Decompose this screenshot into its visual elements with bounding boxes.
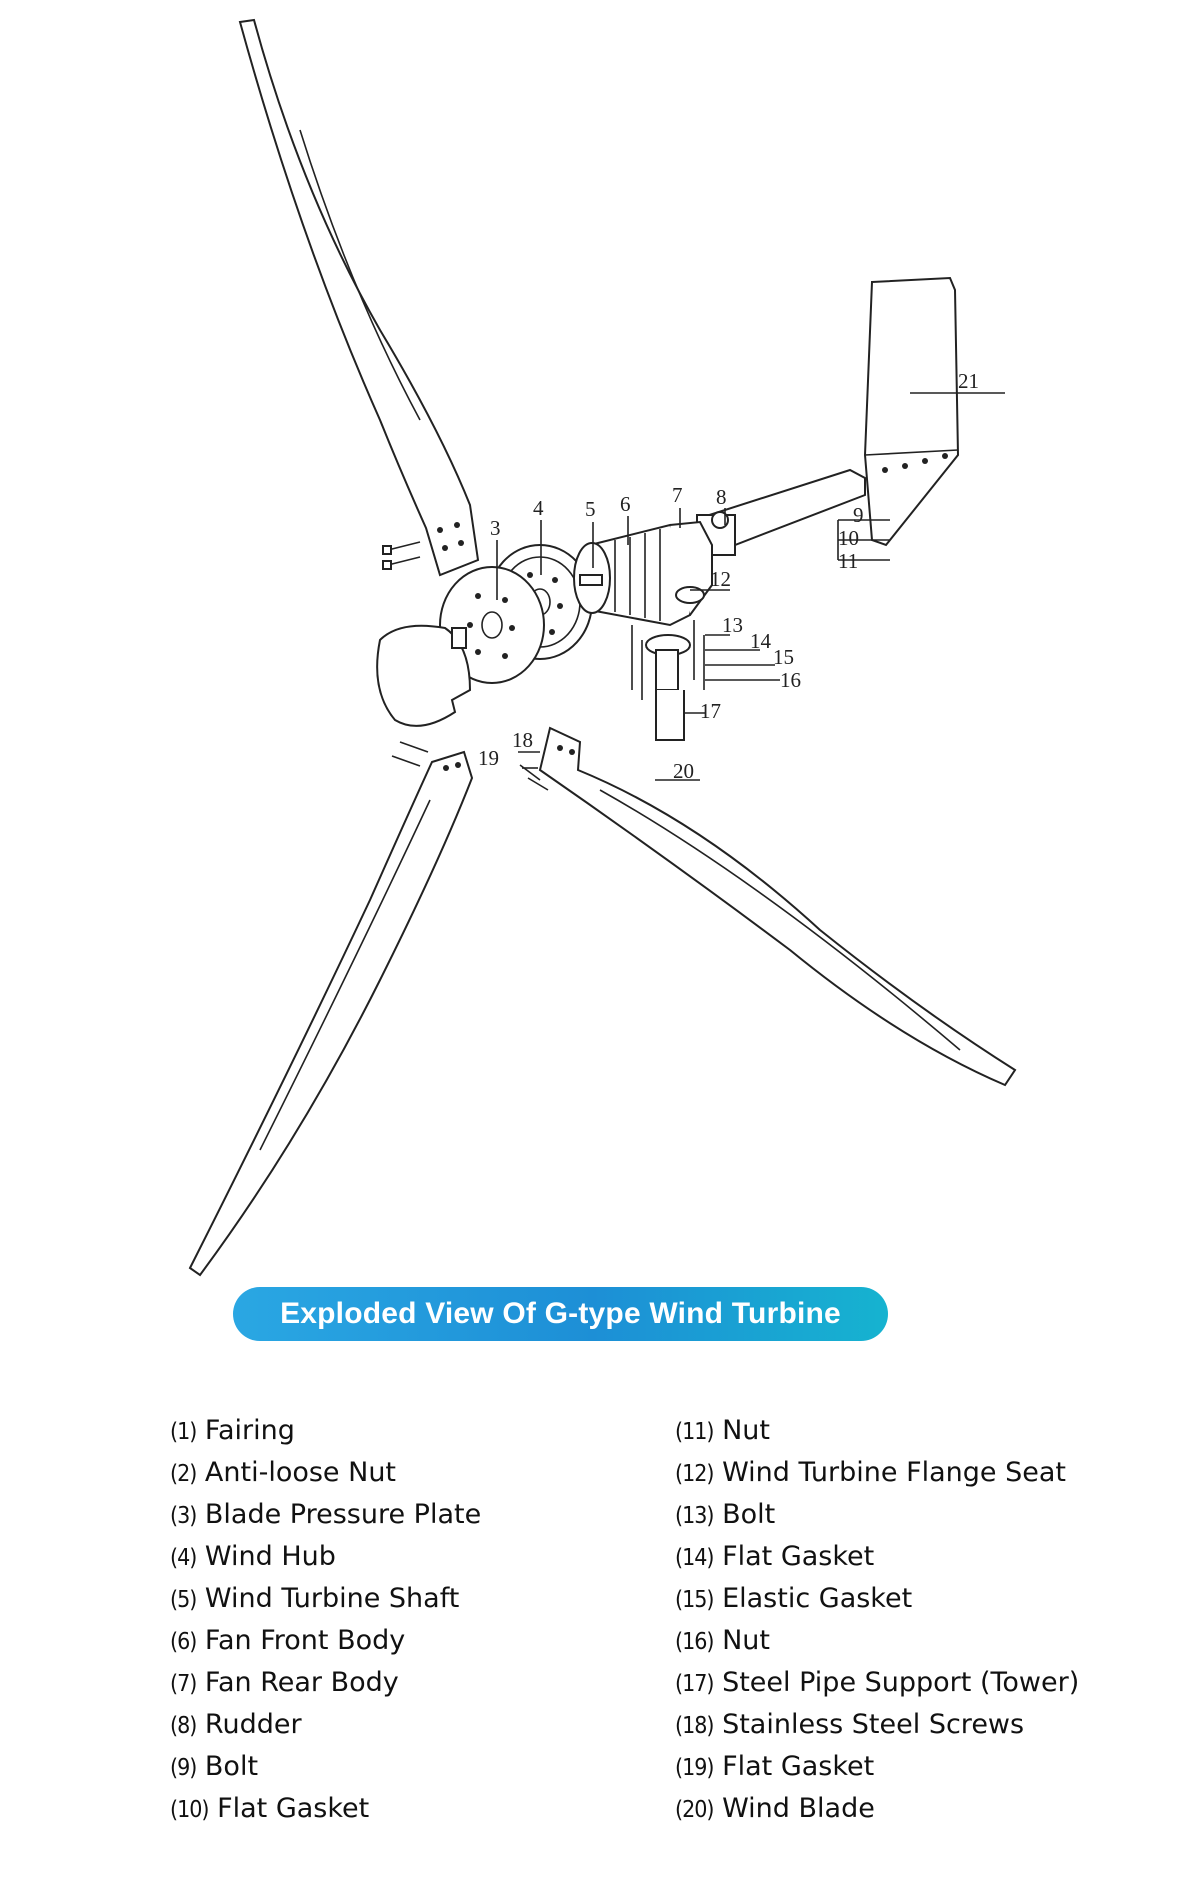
legend-item: (9) Bolt bbox=[170, 1746, 481, 1788]
legend-label: Nut bbox=[722, 1625, 770, 1656]
legend-item: (20) Wind Blade bbox=[675, 1788, 1079, 1830]
legend-number: (10) bbox=[170, 1797, 209, 1823]
legend-label: Fairing bbox=[204, 1415, 295, 1446]
bolts-upper-blade bbox=[382, 541, 421, 570]
legend-number: (11) bbox=[675, 1419, 714, 1445]
legend-item: (16) Nut bbox=[675, 1620, 1079, 1662]
callout-6: 6 bbox=[620, 492, 631, 516]
flange-and-bolts bbox=[631, 620, 705, 700]
leader-lines bbox=[496, 392, 1005, 781]
blade-pressure-plate bbox=[439, 566, 545, 684]
legend-item: (13) Bolt bbox=[675, 1494, 1079, 1536]
tower bbox=[655, 690, 685, 741]
legend-number: (1) bbox=[170, 1419, 197, 1445]
legend-label: Bolt bbox=[204, 1751, 259, 1782]
callout-17: 17 bbox=[700, 699, 721, 723]
legend-number: (19) bbox=[675, 1755, 714, 1781]
callout-13: 13 bbox=[722, 613, 743, 637]
fairing bbox=[376, 624, 472, 727]
legend-label: Blade Pressure Plate bbox=[204, 1499, 482, 1530]
callout-21: 21 bbox=[958, 369, 979, 393]
legend-item: (14) Flat Gasket bbox=[675, 1536, 1079, 1578]
legend-number: (5) bbox=[170, 1587, 197, 1613]
tail-vane bbox=[863, 276, 960, 547]
legend-item: (11) Nut bbox=[675, 1410, 1079, 1452]
legend-label: Flat Gasket bbox=[217, 1793, 370, 1824]
diagram-title: Exploded View Of G-type Wind Turbine bbox=[233, 1287, 888, 1341]
legend-item: (19) Flat Gasket bbox=[675, 1746, 1079, 1788]
legend-item: (7) Fan Rear Body bbox=[170, 1662, 481, 1704]
callout-7: 7 bbox=[672, 483, 683, 507]
legend-number: (7) bbox=[170, 1671, 197, 1697]
legend-number: (14) bbox=[675, 1545, 714, 1571]
exploded-view-diagram: 3 4 5 6 7 8 9 10 11 12 13 14 15 16 17 18… bbox=[188, 18, 1017, 1277]
legend-label: Stainless Steel Screws bbox=[722, 1709, 1025, 1740]
legend-number: (8) bbox=[170, 1713, 197, 1739]
callout-labels: 3 4 5 6 7 8 9 10 11 12 13 14 15 16 17 18… bbox=[478, 369, 979, 783]
legend-number: (16) bbox=[675, 1629, 714, 1655]
legend-label: Wind Turbine Flange Seat bbox=[722, 1457, 1066, 1488]
parts-legend-left: (1) Fairing (2) Anti-loose Nut (3) Blade… bbox=[170, 1410, 481, 1830]
callout-18: 18 bbox=[512, 728, 533, 752]
callout-11: 11 bbox=[838, 549, 858, 573]
callout-4: 4 bbox=[533, 496, 544, 520]
legend-label: Bolt bbox=[722, 1499, 776, 1530]
legend-number: (18) bbox=[675, 1713, 714, 1739]
legend-number: (4) bbox=[170, 1545, 197, 1571]
legend-item: (2) Anti-loose Nut bbox=[170, 1452, 481, 1494]
legend-item: (15) Elastic Gasket bbox=[675, 1578, 1079, 1620]
legend-item: (17) Steel Pipe Support (Tower) bbox=[675, 1662, 1079, 1704]
legend-number: (3) bbox=[170, 1503, 197, 1529]
callout-10: 10 bbox=[838, 526, 859, 550]
legend-item: (4) Wind Hub bbox=[170, 1536, 481, 1578]
legend-number: (2) bbox=[170, 1461, 197, 1487]
callout-20: 20 bbox=[673, 759, 694, 783]
callout-5: 5 bbox=[585, 497, 596, 521]
legend-label: Flat Gasket bbox=[722, 1751, 875, 1782]
wind-blade-lower-left bbox=[188, 750, 474, 1277]
generator bbox=[573, 520, 713, 627]
callout-3: 3 bbox=[490, 516, 501, 540]
legend-item: (10) Flat Gasket bbox=[170, 1788, 481, 1830]
legend-number: (20) bbox=[675, 1797, 714, 1823]
legend-item: (8) Rudder bbox=[170, 1704, 481, 1746]
callout-9: 9 bbox=[853, 503, 864, 527]
legend-label: Nut bbox=[722, 1415, 770, 1446]
legend-label: Wind Blade bbox=[722, 1793, 875, 1824]
legend-label: Fan Front Body bbox=[204, 1625, 406, 1656]
legend-number: (6) bbox=[170, 1629, 197, 1655]
legend-number: (12) bbox=[675, 1461, 714, 1487]
legend-item: (18) Stainless Steel Screws bbox=[675, 1704, 1079, 1746]
callout-8: 8 bbox=[716, 485, 727, 509]
legend-label: Wind Hub bbox=[204, 1541, 336, 1572]
legend-label: Flat Gasket bbox=[722, 1541, 875, 1572]
legend-number: (13) bbox=[675, 1503, 714, 1529]
parts-legend-right: (11) Nut (12) Wind Turbine Flange Seat (… bbox=[675, 1410, 1079, 1830]
legend-label: Elastic Gasket bbox=[722, 1583, 913, 1614]
legend-item: (1) Fairing bbox=[170, 1410, 481, 1452]
legend-label: Steel Pipe Support (Tower) bbox=[722, 1667, 1080, 1698]
legend-item: (12) Wind Turbine Flange Seat bbox=[675, 1452, 1079, 1494]
callout-19: 19 bbox=[478, 746, 499, 770]
wind-blade-upper bbox=[238, 18, 480, 577]
legend-item: (5) Wind Turbine Shaft bbox=[170, 1578, 481, 1620]
legend-number: (9) bbox=[170, 1755, 197, 1781]
callout-14: 14 bbox=[750, 629, 772, 653]
legend-number: (17) bbox=[675, 1671, 714, 1697]
wind-blade-lower-right bbox=[538, 726, 1017, 1087]
legend-label: Rudder bbox=[204, 1709, 302, 1740]
callout-16: 16 bbox=[780, 668, 801, 692]
callout-15: 15 bbox=[773, 645, 794, 669]
legend-number: (15) bbox=[675, 1587, 714, 1613]
bolts-lower-left-blade bbox=[391, 741, 429, 767]
legend-label: Anti-loose Nut bbox=[204, 1457, 397, 1488]
legend-item: (3) Blade Pressure Plate bbox=[170, 1494, 481, 1536]
legend-label: Fan Rear Body bbox=[204, 1667, 399, 1698]
callout-12: 12 bbox=[710, 567, 731, 591]
legend-label: Wind Turbine Shaft bbox=[204, 1583, 460, 1614]
legend-item: (6) Fan Front Body bbox=[170, 1620, 481, 1662]
